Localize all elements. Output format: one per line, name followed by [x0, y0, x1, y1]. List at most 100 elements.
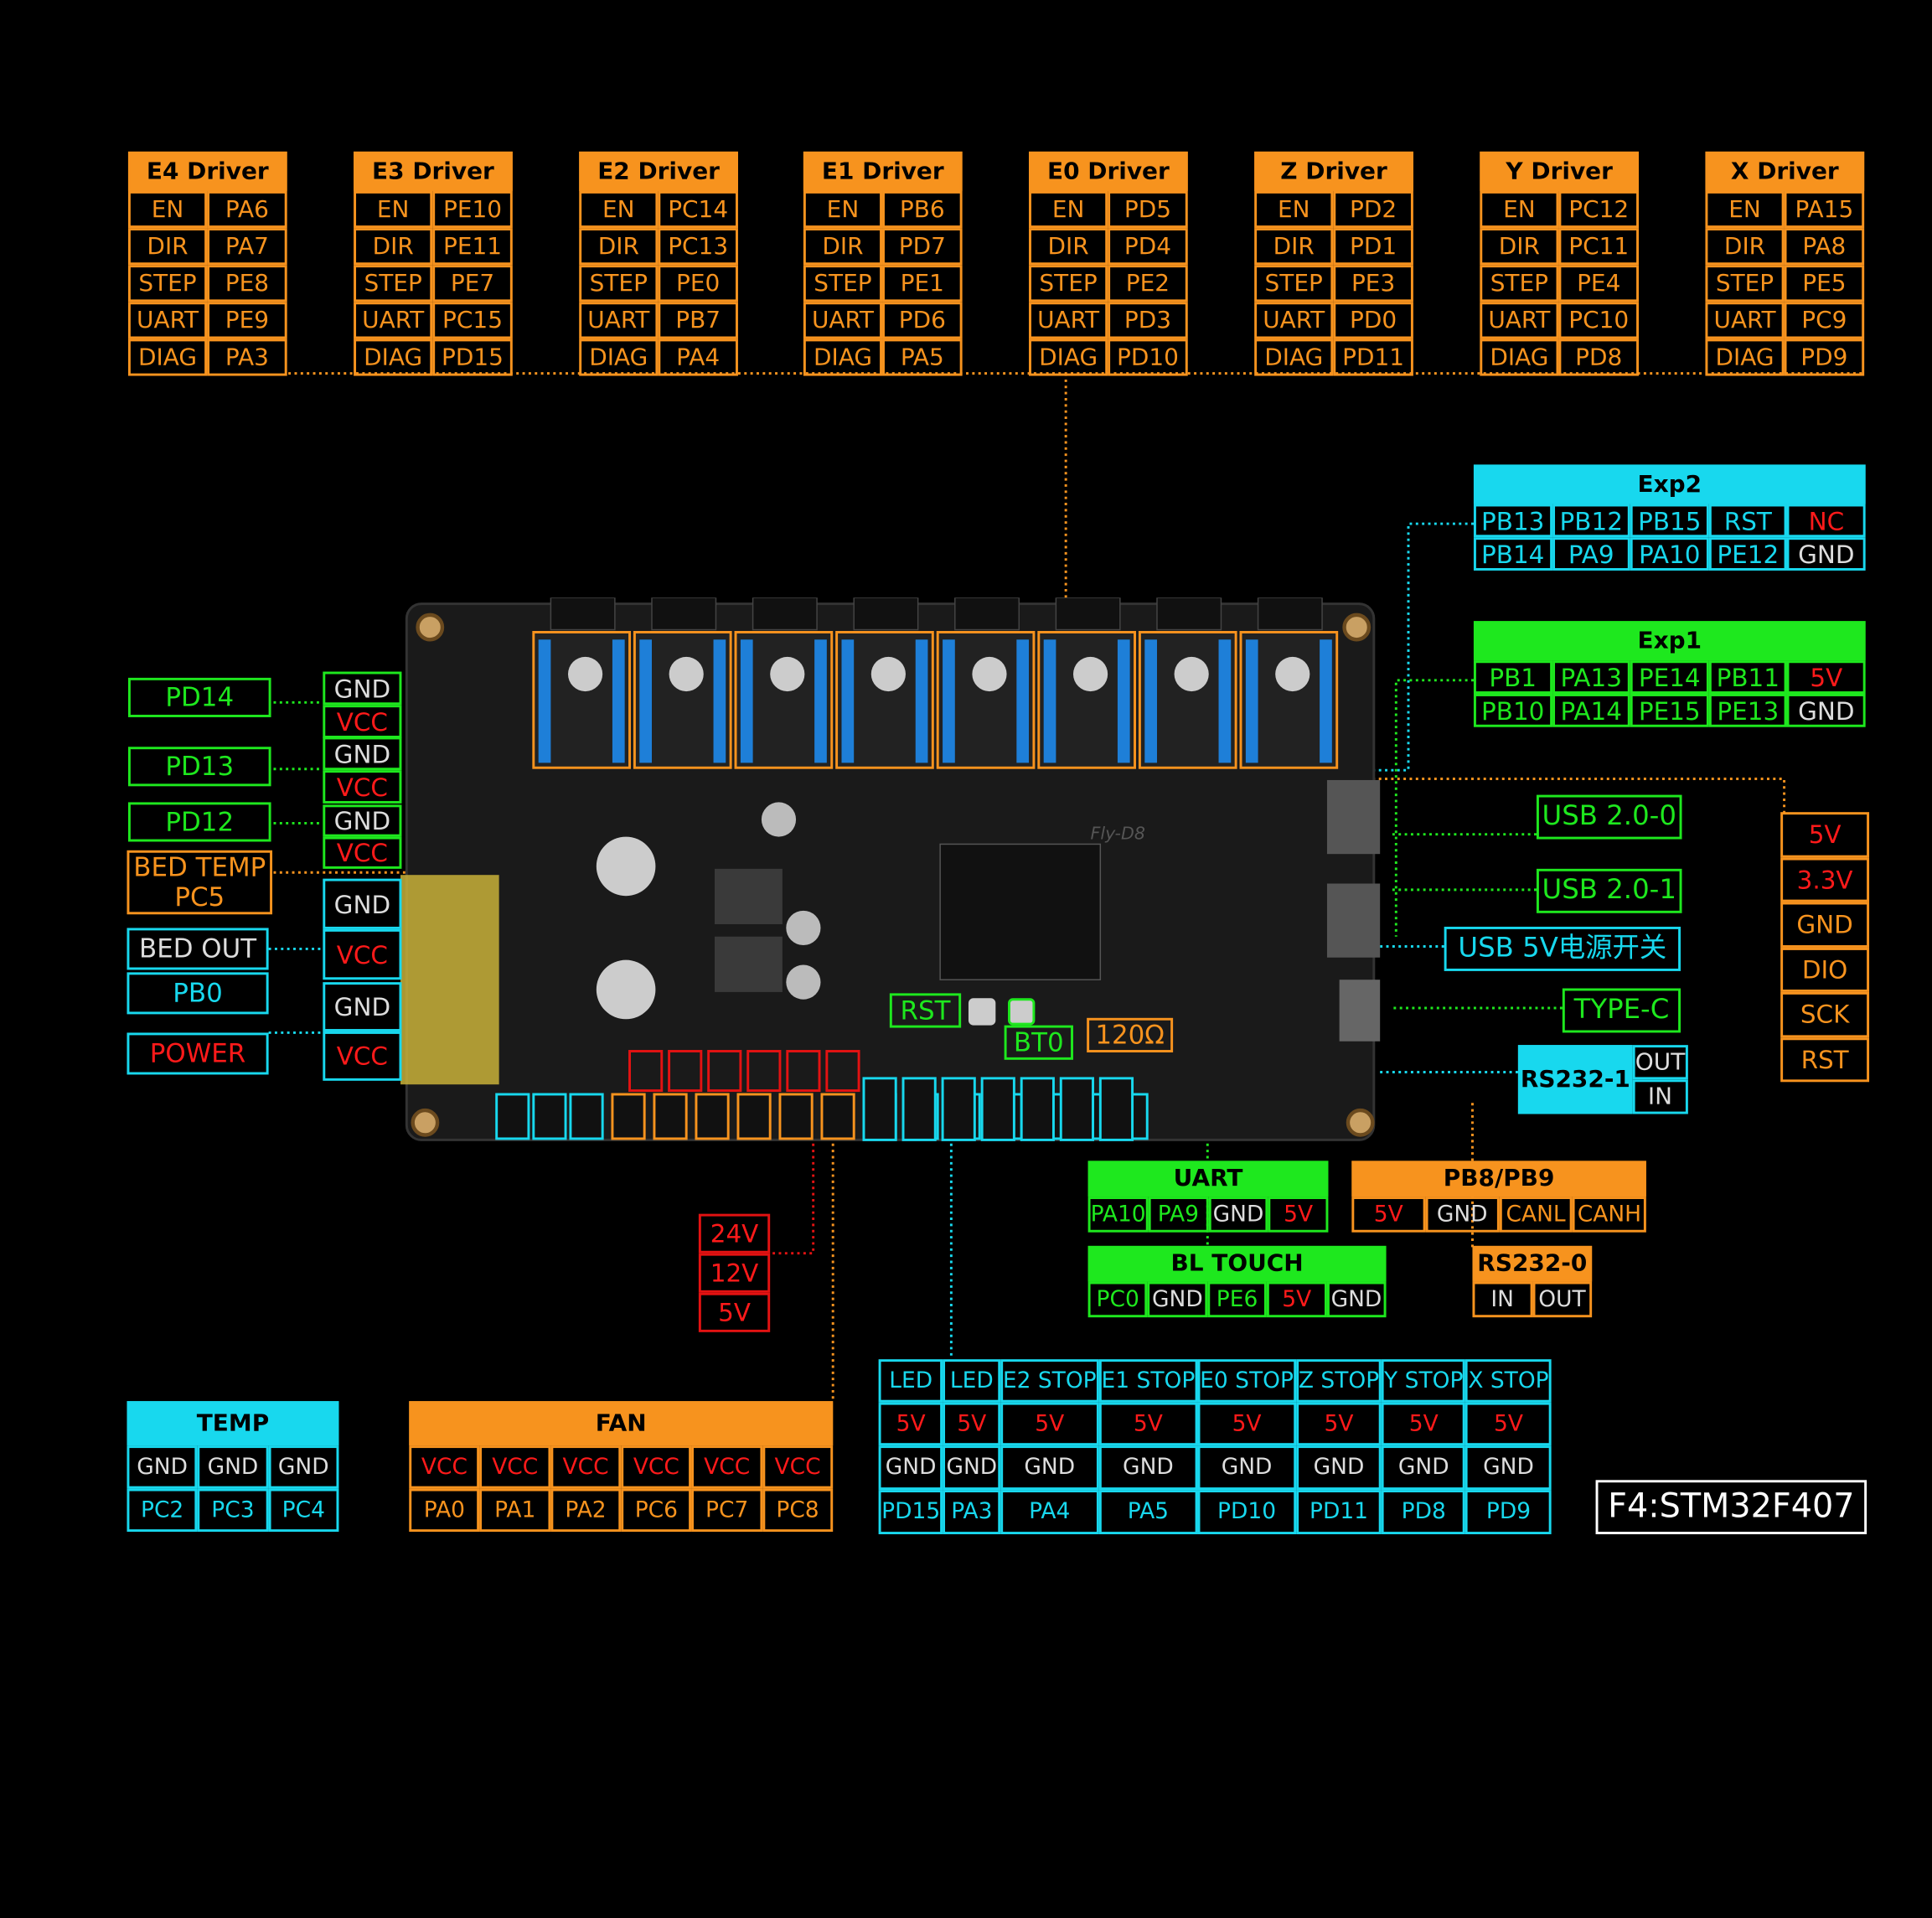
- endstop-pin: PD8: [1382, 1490, 1466, 1535]
- driver-signal: UART: [127, 302, 208, 339]
- driver-signal: DIR: [1254, 228, 1334, 266]
- driver-pin: PA5: [882, 339, 963, 376]
- board-header-connector: [611, 1093, 646, 1140]
- swd-pin: DIO: [1780, 947, 1870, 992]
- driver-pin: PD2: [1333, 190, 1413, 229]
- exp1-pin: PE15: [1630, 694, 1709, 727]
- exp2-pin: PB15: [1630, 504, 1709, 538]
- fan-voltage-jumper: [786, 1050, 821, 1093]
- endstop-connector: [1059, 1077, 1094, 1141]
- bed-out-label: BED OUT: [127, 928, 269, 970]
- exp1-line: [1394, 679, 1474, 937]
- driver-pin: PE8: [207, 265, 287, 302]
- driver-pin: PA4: [658, 339, 738, 376]
- endstop-5v: 5V: [943, 1402, 1000, 1446]
- endstop-pin: PA5: [1098, 1490, 1198, 1535]
- voltage-option: 12V: [698, 1253, 771, 1293]
- endstop-header: X STOP: [1465, 1359, 1552, 1403]
- driver-signal: STEP: [354, 265, 433, 302]
- fan-pin: PC6: [621, 1488, 692, 1533]
- driver-title: E3 Driver: [354, 151, 513, 191]
- driver-signal: EN: [1480, 190, 1559, 229]
- bt0-label: BT0: [1004, 1025, 1073, 1060]
- bt0-button[interactable]: [1008, 998, 1036, 1026]
- driver-socket: [835, 597, 934, 769]
- exp2-pin: PB13: [1473, 504, 1552, 538]
- exp2-line: [1119, 522, 1474, 876]
- driver-pin: PC12: [1558, 190, 1640, 229]
- swd-pin: 3.3V: [1780, 856, 1870, 902]
- driver-socket: [633, 597, 732, 769]
- temp-pin: PC4: [268, 1488, 339, 1533]
- driver-pin: PA15: [1784, 190, 1865, 229]
- driver-title: Z Driver: [1254, 151, 1413, 191]
- endstop-pin: PD9: [1465, 1490, 1552, 1535]
- exp2-pin: PB14: [1473, 537, 1552, 571]
- driver-signal: UART: [354, 302, 433, 339]
- exp2-pin: PA10: [1630, 537, 1709, 571]
- endstop-gnd: GND: [1382, 1445, 1466, 1491]
- driver-pin: PA7: [207, 228, 287, 266]
- endstop-connector: [862, 1077, 897, 1141]
- rs232-0-pin: OUT: [1532, 1281, 1593, 1318]
- fan-vcc: VCC: [691, 1445, 762, 1489]
- uart-title: UART: [1087, 1161, 1329, 1197]
- exp2-pin: PA9: [1552, 537, 1631, 571]
- driver-title: E2 Driver: [579, 151, 738, 191]
- fan-title: FAN: [409, 1401, 834, 1446]
- fan-pin: PC8: [762, 1488, 834, 1533]
- driver-pin: PC11: [1558, 228, 1640, 266]
- driver-signal: UART: [1029, 302, 1108, 339]
- pb8-pb9-pin: CANL: [1499, 1197, 1573, 1233]
- uart-pin: PA10: [1087, 1197, 1149, 1233]
- fan-vcc: VCC: [762, 1445, 834, 1489]
- driver-signal: UART: [1705, 302, 1785, 339]
- rs232-0-title: RS232-0: [1472, 1245, 1593, 1282]
- driver-pin: PD5: [1108, 190, 1188, 229]
- rst-button[interactable]: [968, 998, 996, 1026]
- endstop-header: LED: [943, 1359, 1000, 1403]
- endstop-connector: [901, 1077, 937, 1141]
- driver-signal: EN: [1254, 190, 1334, 229]
- temp-pin: PC2: [127, 1488, 198, 1533]
- driver-pin: PB6: [882, 190, 963, 229]
- fan-voltage-jumper: [668, 1050, 703, 1093]
- endstop-gnd: GND: [1197, 1445, 1296, 1491]
- driver-signal: DIR: [127, 228, 208, 266]
- swd-pin: RST: [1780, 1037, 1870, 1083]
- driver-pin: PD15: [432, 339, 513, 376]
- fan-vcc: VCC: [621, 1445, 692, 1489]
- driver-signal: STEP: [1254, 265, 1334, 302]
- driver-signal: STEP: [1029, 265, 1108, 302]
- driver-socket: [1239, 597, 1339, 769]
- driver-pin: PA6: [207, 190, 287, 229]
- mcu-label: F4:STM32F407: [1595, 1480, 1867, 1535]
- exp2-title: Exp2: [1473, 464, 1866, 504]
- terminal-gnd: GND: [323, 982, 402, 1031]
- bl-touch-pin: PC0: [1087, 1281, 1148, 1318]
- driver-pin: PE10: [432, 190, 513, 229]
- exp2-pin: GND: [1787, 537, 1866, 571]
- driver-signal: DIR: [354, 228, 433, 266]
- driver-title: E0 Driver: [1029, 151, 1188, 191]
- driver-signal: DIAG: [1705, 339, 1785, 376]
- driver-pin: PD0: [1333, 302, 1413, 339]
- board-header-connector: [820, 1093, 855, 1140]
- endstop-5v: 5V: [1465, 1402, 1552, 1446]
- driver-signal: UART: [1254, 302, 1334, 339]
- endstop-header: E0 STOP: [1197, 1359, 1296, 1403]
- driver-socket: [1138, 597, 1237, 769]
- rs232-0-pin: IN: [1472, 1281, 1532, 1318]
- board-header-connector: [532, 1093, 567, 1140]
- temp-gnd: GND: [268, 1445, 339, 1489]
- temp-title: TEMP: [127, 1401, 339, 1446]
- driver-signal: STEP: [803, 265, 883, 302]
